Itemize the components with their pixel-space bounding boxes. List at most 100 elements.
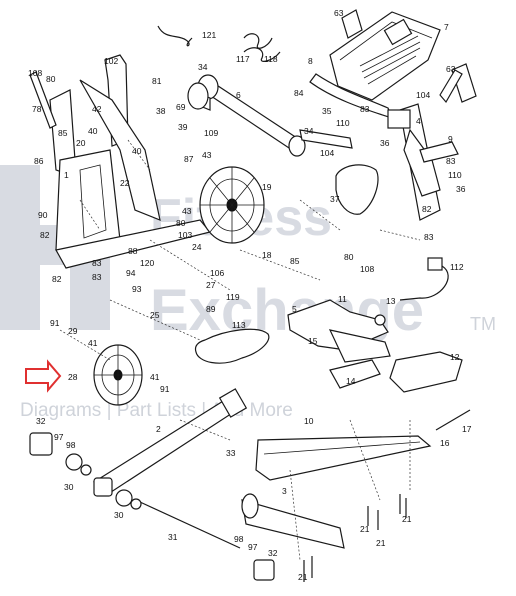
callout: 5 <box>292 304 297 314</box>
callout: 41 <box>150 372 160 382</box>
callout: 7 <box>444 22 449 32</box>
callout: 98 <box>234 534 244 544</box>
callout: 20 <box>76 138 86 148</box>
callout: 21 <box>376 538 386 548</box>
callout: 113 <box>232 320 246 330</box>
callout: 80 <box>46 74 56 84</box>
callout: 6 <box>236 90 241 100</box>
callout: 69 <box>176 102 186 112</box>
callout: 86 <box>34 156 44 166</box>
callout: 39 <box>178 122 188 132</box>
callout: 106 <box>210 268 224 278</box>
callout: 83 <box>360 104 370 114</box>
callout: 88 <box>128 246 138 256</box>
callout: 112 <box>450 262 464 272</box>
callout: 109 <box>204 128 218 138</box>
callout: 21 <box>360 524 370 534</box>
drive-belt-113 <box>194 328 270 364</box>
callout: 19 <box>262 182 272 192</box>
callout: 42 <box>92 104 102 114</box>
callout: 36 <box>456 184 466 194</box>
callout: 18 <box>262 250 272 260</box>
callout: 1 <box>64 170 69 180</box>
callout: 82 <box>52 274 62 284</box>
callout: 33 <box>226 448 236 458</box>
callout: 34 <box>198 62 208 72</box>
callout: 108 <box>360 264 374 274</box>
callout: 38 <box>156 106 166 116</box>
callout: 104 <box>320 148 334 158</box>
bolts-21 <box>303 494 407 582</box>
callout: 102 <box>104 56 118 66</box>
callout: 41 <box>88 338 98 348</box>
callout: 103 <box>178 230 192 240</box>
pedal-assembly <box>287 299 471 431</box>
callout: 25 <box>150 310 160 320</box>
callout: 110 <box>336 118 350 128</box>
callout: 22 <box>120 178 130 188</box>
callout: 63 <box>334 8 344 18</box>
wheel-28 <box>93 344 143 406</box>
callout: 94 <box>126 268 136 278</box>
callout: 43 <box>182 206 192 216</box>
callout: 93 <box>132 284 142 294</box>
callout: 29 <box>68 326 78 336</box>
callout: 83 <box>92 258 102 268</box>
bracket-14 <box>329 359 381 389</box>
knob-13 <box>374 314 386 326</box>
callout: 104 <box>416 90 430 100</box>
shaft-35 <box>299 129 353 149</box>
callout: 24 <box>192 242 202 252</box>
callout: 14 <box>346 376 356 386</box>
callout: 8 <box>308 56 313 66</box>
callout: 21 <box>402 514 412 524</box>
callout: 15 <box>308 336 318 346</box>
callout: 89 <box>206 304 216 314</box>
callout: 97 <box>248 542 258 552</box>
callout: 97 <box>54 432 64 442</box>
console-assembly <box>329 9 477 103</box>
assembly-guides <box>59 139 421 561</box>
callout: 85 <box>290 256 300 266</box>
callout: 36 <box>380 138 390 148</box>
callout: 3 <box>282 486 287 496</box>
callout: 17 <box>462 424 472 434</box>
seat-37 <box>335 164 379 215</box>
callout: 82 <box>422 204 432 214</box>
callout: 108 <box>28 68 42 78</box>
callout: 83 <box>424 232 434 242</box>
callout: 31 <box>168 532 178 542</box>
rail-10 <box>255 435 432 481</box>
callout: 30 <box>114 510 124 520</box>
highlight-arrow-icon <box>25 359 62 393</box>
callout: 27 <box>206 280 216 290</box>
callout: 83 <box>446 156 456 166</box>
callout: 40 <box>132 146 142 156</box>
callout: 34 <box>304 126 314 136</box>
callout: 83 <box>92 272 102 282</box>
callout: 81 <box>152 76 162 86</box>
right-arm-assembly <box>309 69 463 221</box>
callout: 40 <box>88 126 98 136</box>
callout: 21 <box>298 572 308 582</box>
callout: 10 <box>304 416 314 426</box>
callout: 78 <box>32 104 42 114</box>
callout: 98 <box>66 440 76 450</box>
callout: 118 <box>264 54 278 64</box>
callout: 9 <box>448 134 453 144</box>
power-adapter-112 <box>399 257 449 301</box>
callout: 32 <box>36 416 46 426</box>
callout-labels: 121 63 7 117 118 108 80 102 78 34 81 63 … <box>28 8 472 582</box>
callout: 28 <box>68 372 78 382</box>
callout: 80 <box>176 218 186 228</box>
watermark-tagline: Diagrams | Part Lists | And More <box>20 400 293 421</box>
rollers <box>29 432 275 581</box>
stabilizer-3 <box>241 499 345 549</box>
callout: 37 <box>330 194 340 204</box>
callout: 11 <box>338 294 347 304</box>
callout: 91 <box>50 318 60 328</box>
callout: 85 <box>58 128 68 138</box>
callout: 87 <box>184 154 194 164</box>
